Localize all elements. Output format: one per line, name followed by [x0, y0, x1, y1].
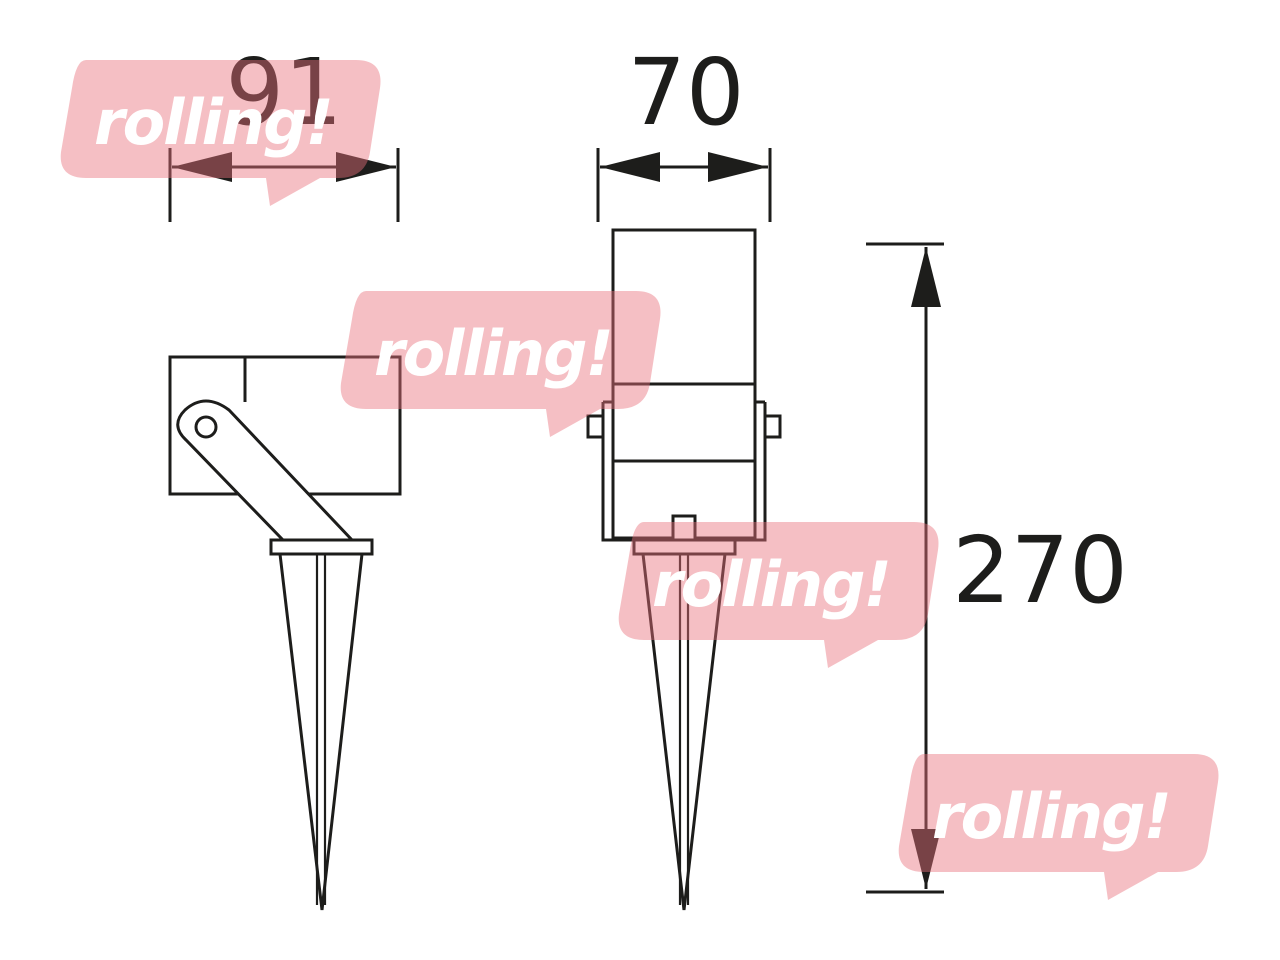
pivot-bolt-icon — [194, 415, 218, 439]
watermark-bubble — [60, 60, 381, 206]
front-view — [586, 228, 782, 911]
watermark-1: rolling! — [60, 60, 381, 206]
dimension-front-width: 70 — [596, 39, 772, 222]
side-view — [168, 355, 402, 911]
ground-spike — [278, 552, 364, 911]
spike-plate — [269, 538, 374, 556]
arrow-left-icon — [600, 152, 660, 182]
watermark-3: rolling! — [618, 522, 939, 668]
dimension-label-side-width: 91 — [225, 39, 342, 146]
arrow-up-icon — [911, 247, 941, 307]
watermark-text: rolling! — [94, 86, 332, 159]
arrow-down-icon — [911, 829, 941, 889]
watermark-4: rolling! — [898, 754, 1219, 900]
watermark-bubble — [898, 754, 1219, 900]
dimension-side-width: 91 — [168, 39, 400, 222]
arrow-right-icon — [336, 152, 396, 182]
dimension-label-front-width: 70 — [627, 39, 744, 146]
watermark-2: rolling! — [340, 291, 661, 437]
watermark-text: rolling! — [652, 548, 890, 621]
spike-plate — [632, 538, 737, 556]
watermark-bubble — [340, 291, 661, 437]
pivot-knob-right — [763, 414, 782, 439]
arrow-left-icon — [172, 152, 232, 182]
dimension-label-height: 270 — [952, 517, 1128, 624]
dimension-height: 270 — [866, 242, 1128, 894]
watermark-text: rolling! — [374, 317, 612, 390]
arrow-right-icon — [708, 152, 768, 182]
pivot-knob-left — [586, 414, 605, 439]
watermark-text: rolling! — [932, 780, 1170, 853]
watermark-bubble — [618, 522, 939, 668]
